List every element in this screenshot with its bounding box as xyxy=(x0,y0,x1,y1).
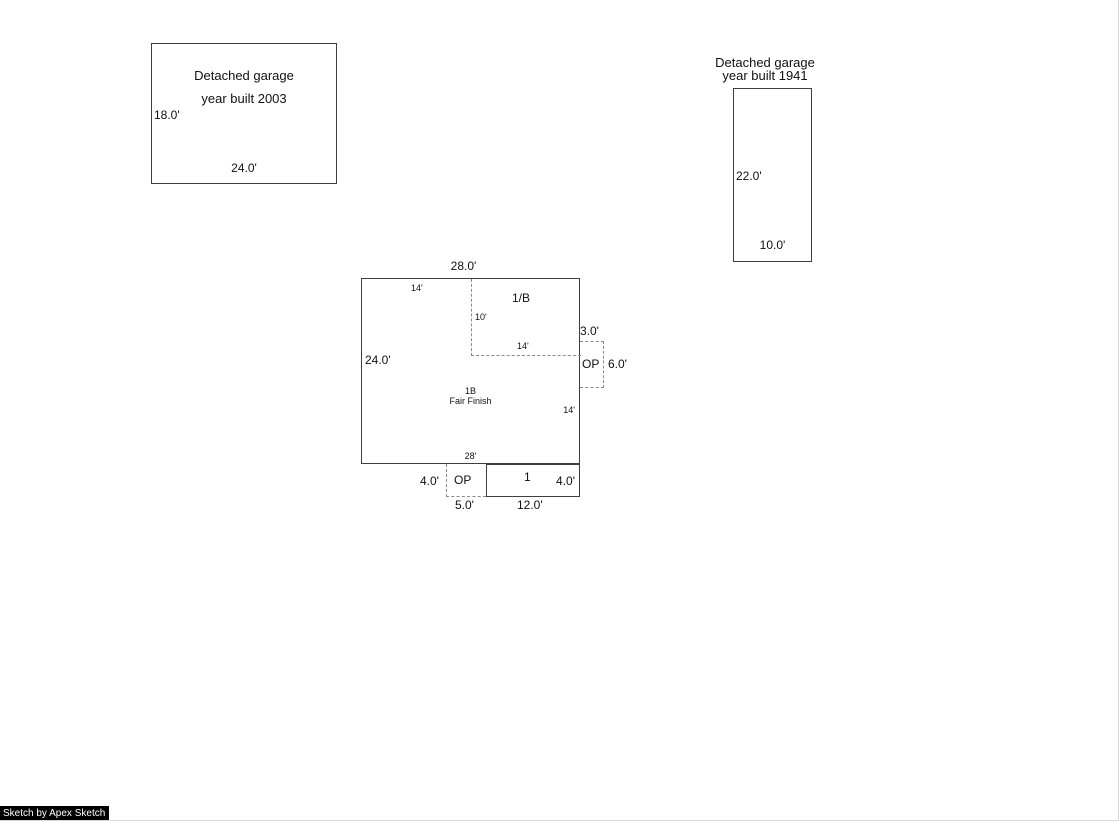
basement-zone-outline xyxy=(471,279,581,356)
garage-1941-caption: Detached garage year built 1941 xyxy=(700,55,830,83)
garage-2003-outline: Detached garage year built 2003 18.0' 24… xyxy=(151,43,337,184)
op-bottom-outline xyxy=(446,464,486,497)
section-1-label: 1 xyxy=(524,470,531,484)
main-area-label: 1B xyxy=(464,386,476,396)
basement-dim-side: 10' xyxy=(475,312,487,322)
garage-1941-dim-bottom: 10.0' xyxy=(759,238,786,252)
op-right-dim-right: 6.0' xyxy=(608,357,627,371)
op-bottom-dim-bottom: 5.0' xyxy=(455,498,474,512)
garage-1941-title: Detached garage xyxy=(715,55,815,70)
main-dim-left: 24.0' xyxy=(365,353,391,367)
basement-label: 1/B xyxy=(512,291,531,305)
garage-2003-dim-bottom: 24.0' xyxy=(231,161,257,175)
main-dim-top: 28.0' xyxy=(450,259,477,273)
op-bottom-dim-left: 4.0' xyxy=(420,474,439,488)
main-dim-right-lower: 14' xyxy=(563,405,575,415)
main-area-sublabel: Fair Finish xyxy=(449,396,492,406)
op-right-label: OP xyxy=(582,357,600,371)
garage-1941-year: year built 1941 xyxy=(722,68,808,83)
main-building-outline: 24.0' 14' 1/B 10' 14' 1B Fair Finish 14'… xyxy=(361,278,581,464)
main-dim-bottom-interior: 28' xyxy=(464,451,477,461)
op-right-outline: OP xyxy=(580,341,604,388)
garage-2003-year: year built 2003 xyxy=(201,91,287,106)
sketch-credit: Sketch by Apex Sketch xyxy=(0,806,110,820)
garage-2003-dim-left: 18.0' xyxy=(154,108,180,122)
section-1-dim-right: 4.0' xyxy=(556,474,575,488)
garage-1941-outline: 22.0' 10.0' xyxy=(733,88,812,262)
op-bottom-label: OP xyxy=(454,473,472,487)
section-1-dim-bottom: 12.0' xyxy=(517,498,543,512)
basement-dim-top: 14' xyxy=(411,283,423,293)
garage-1941-dim-left: 22.0' xyxy=(736,169,762,183)
garage-2003-title: Detached garage xyxy=(194,68,294,83)
section-1-outline: 1 4.0' xyxy=(486,464,580,497)
basement-dim-bottom: 14' xyxy=(517,341,529,351)
op-right-dim-top: 3.0' xyxy=(580,324,599,338)
